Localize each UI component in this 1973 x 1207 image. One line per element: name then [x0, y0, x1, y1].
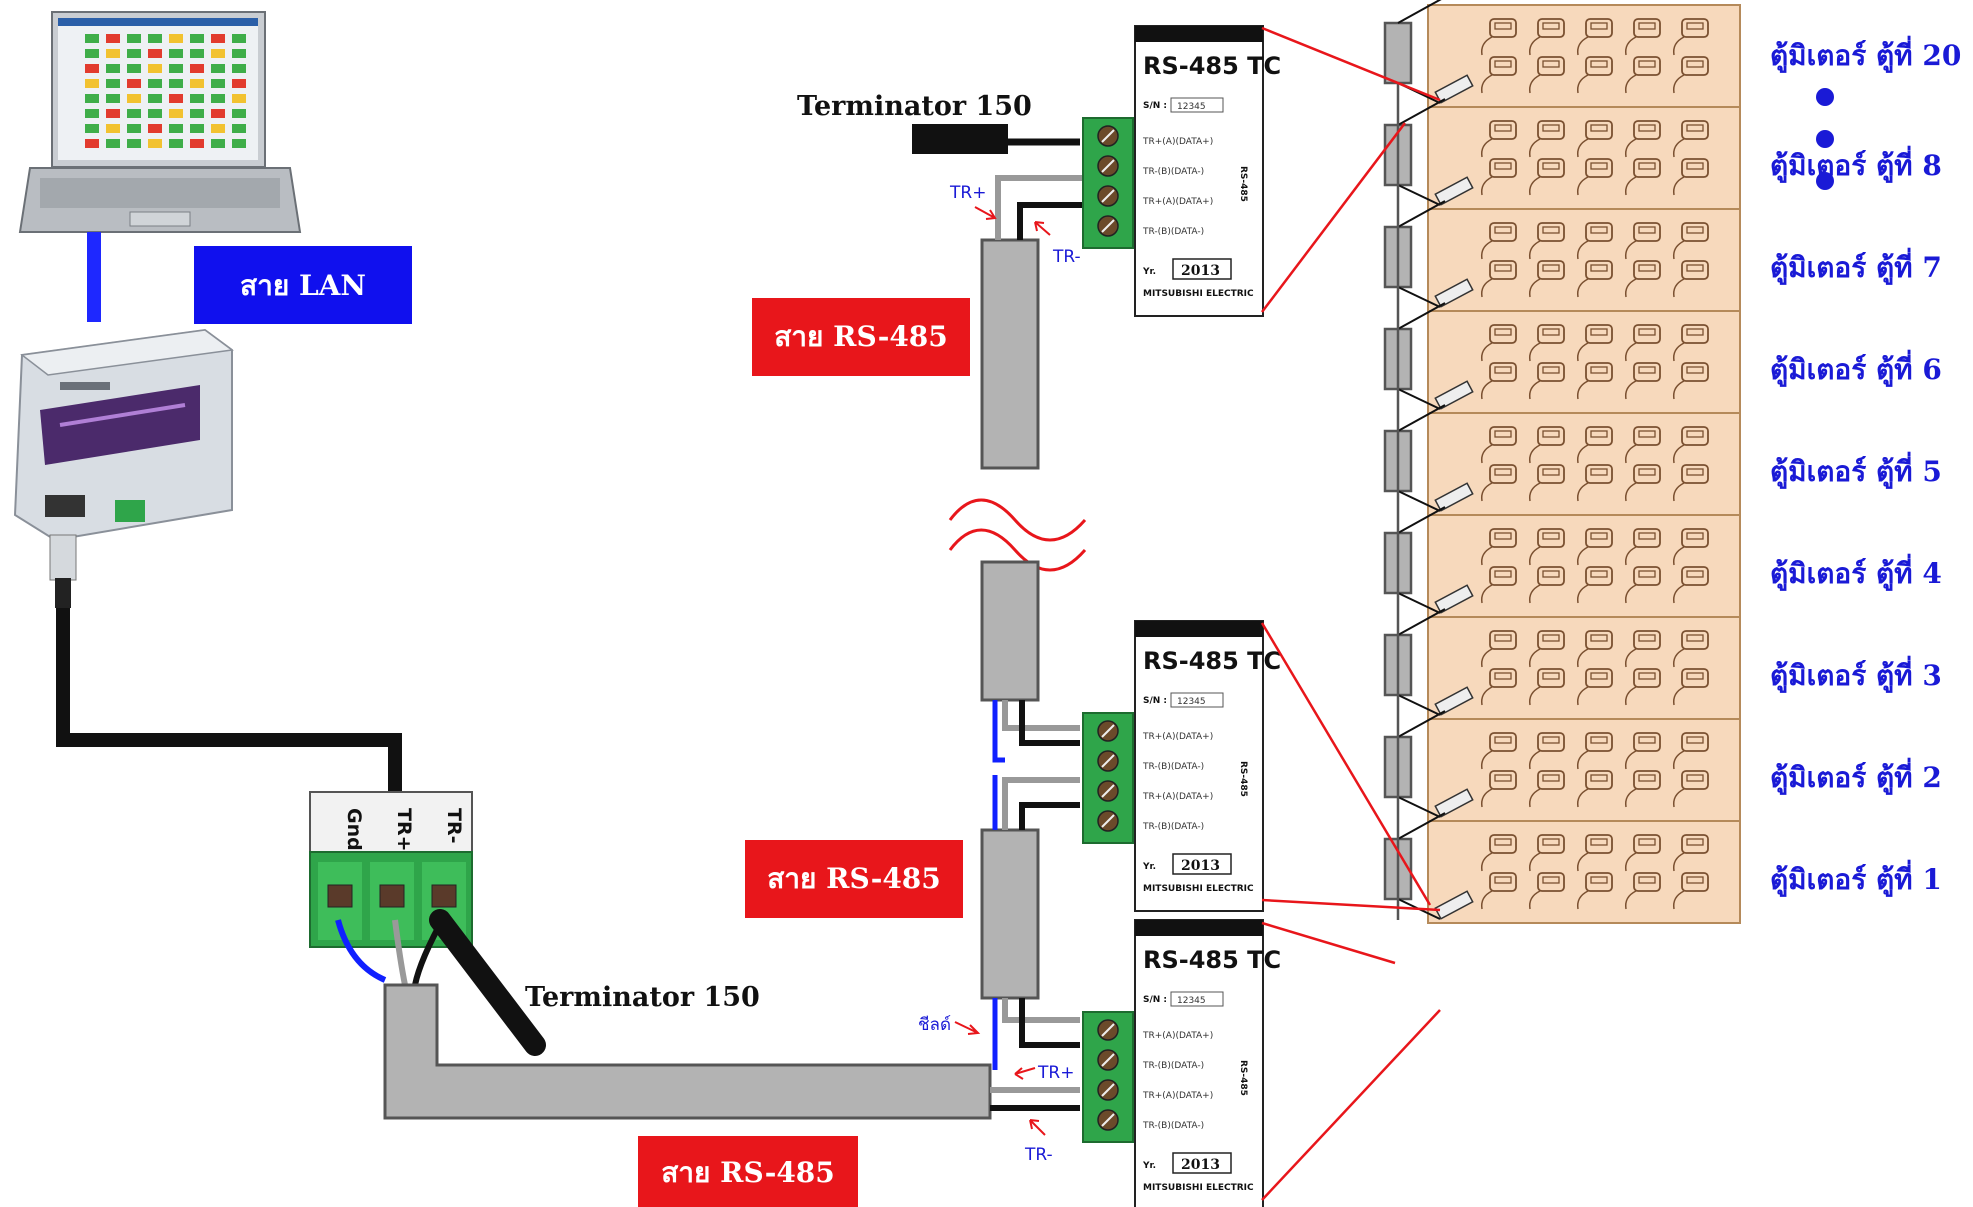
rs485-riser-lower — [982, 830, 1038, 998]
terminal-pin-trminus-label: TR- — [443, 808, 465, 843]
terminal-pin-gnd-label: Gnd — [343, 808, 365, 851]
terminator-top-label: Terminator 150 — [797, 91, 1032, 122]
shield-label: ชีลด์ — [918, 1015, 951, 1035]
tr-plus-label-bottom: TR+ — [1037, 1063, 1074, 1083]
terminator-bottom-label: Terminator 150 — [525, 982, 760, 1013]
converter-yr-value: 2013 — [1181, 1157, 1220, 1173]
meter-cabinet — [1385, 507, 1740, 617]
converter-terminal-field: TR-(B)(DATA-) — [1142, 227, 1204, 237]
terminator-resistor-icon — [440, 920, 535, 1045]
callout-line — [1262, 900, 1440, 910]
cabinet-label: ตู้มิเตอร์ ตู้ที่ 7 — [1770, 247, 1942, 285]
converter-terminal-field: TR-(B)(DATA-) — [1142, 822, 1204, 832]
cabinet-label: ตู้มิเตอร์ ตู้ที่ 6 — [1770, 349, 1942, 387]
converter-terminal-field: TR+(A)(DATA+) — [1142, 1091, 1213, 1101]
cabinet-label: ตู้มิเตอร์ ตู้ที่ 20 — [1770, 35, 1961, 73]
callout-line — [1262, 1010, 1440, 1200]
converter-yr-label: Yr. — [1142, 862, 1156, 872]
cabinet-label: ตู้มิเตอร์ ตู้ที่ 2 — [1770, 757, 1942, 795]
converter-terminal-field: TR+(A)(DATA+) — [1142, 1031, 1213, 1041]
rs485-cable-label-middle: สาย RS-485 — [767, 862, 941, 895]
rs485-riser-top — [982, 240, 1038, 468]
rs485-converter-module: RS-485 TC S/N : 12345TR+(A)(DATA+) TR-(B)(D… — [1083, 621, 1281, 911]
meter-cabinet — [1385, 405, 1740, 515]
rj45-plug-icon — [50, 535, 395, 795]
laptop-icon — [20, 12, 300, 232]
converter-title: RS-485 TC — [1143, 647, 1281, 675]
terminal-pin-trplus-label: TR+ — [393, 808, 415, 852]
lan-cable-label-box: สาย LAN — [194, 246, 412, 324]
tr-minus-label-top: TR- — [1052, 247, 1081, 267]
converter-terminal-field: TR+(A)(DATA+) — [1142, 792, 1213, 802]
converter-sn-value: 12345 — [1177, 102, 1206, 112]
converter-terminal-field: TR-(B)(DATA-) — [1142, 1061, 1204, 1071]
converter-maker: MITSUBISHI ELECTRIC — [1143, 884, 1254, 894]
converter-terminal-field: TR+(A)(DATA+) — [1142, 732, 1213, 742]
rs485-riser-middle — [982, 562, 1038, 700]
tr-minus-label-bottom: TR- — [1024, 1145, 1053, 1165]
converter-yr-label: Yr. — [1142, 267, 1156, 277]
cabinet-label: ตู้มิเตอร์ ตู้ที่ 8 — [1770, 145, 1942, 183]
meter-cabinet — [1385, 201, 1740, 311]
meter-cabinet — [1385, 609, 1740, 719]
converter-side-label: RS-485 — [1238, 166, 1248, 202]
rs485-cable-label-top: สาย RS-485 — [774, 320, 948, 353]
meter-cabinet — [1385, 0, 1740, 107]
converter-title: RS-485 TC — [1143, 52, 1281, 80]
rs485-cable-label-bottom: สาย RS-485 — [661, 1156, 835, 1189]
converter-yr-value: 2013 — [1181, 263, 1220, 279]
cabinet-label: ตู้มิเตอร์ ตู้ที่ 5 — [1770, 451, 1942, 489]
callout-line — [1262, 923, 1395, 963]
converter-sn-label: S/N : — [1143, 696, 1167, 706]
converter-title: RS-485 TC — [1143, 946, 1281, 974]
callout-line — [1262, 123, 1405, 312]
cabinet-label: ตู้มิเตอร์ ตู้ที่ 4 — [1770, 553, 1942, 591]
converter-side-label: RS-485 — [1238, 761, 1248, 797]
meter-cabinet — [1385, 813, 1740, 923]
converter-maker: MITSUBISHI ELECTRIC — [1143, 289, 1254, 299]
converter-sn-value: 12345 — [1177, 996, 1206, 1006]
tr-plus-label-top: TR+ — [949, 183, 986, 203]
converter-terminal-field: TR+(A)(DATA+) — [1142, 137, 1213, 147]
converter-yr-label: Yr. — [1142, 1161, 1156, 1171]
junction-box — [1385, 23, 1411, 83]
continuation-dot — [1816, 172, 1834, 190]
converter-terminal-field: TR-(B)(DATA-) — [1142, 1121, 1204, 1131]
meter-cabinet — [1385, 711, 1740, 821]
converter-sn-label: S/N : — [1143, 995, 1167, 1005]
continuation-dot — [1816, 88, 1834, 106]
converter-side-label: RS-485 — [1238, 1060, 1248, 1096]
converter-yr-value: 2013 — [1181, 858, 1220, 874]
lan-cable-label: สาย LAN — [240, 269, 366, 302]
cabinet-label: ตู้มิเตอร์ ตู้ที่ 3 — [1770, 655, 1942, 693]
continuation-dot — [1816, 130, 1834, 148]
converter-sn-label: S/N : — [1143, 101, 1167, 111]
converter-terminal-field: TR-(B)(DATA-) — [1142, 762, 1204, 772]
converter-maker: MITSUBISHI ELECTRIC — [1143, 1183, 1254, 1193]
cable-break-symbol — [950, 500, 1085, 540]
converter-sn-value: 12345 — [1177, 697, 1206, 707]
ethernet-serial-converter-icon — [15, 330, 232, 540]
lan-cable — [87, 232, 101, 322]
meter-cabinet — [1385, 303, 1740, 413]
cabinet-label: ตู้มิเตอร์ ตู้ที่ 1 — [1770, 859, 1942, 897]
callout-line — [1262, 28, 1440, 100]
terminator-top-icon — [912, 124, 1008, 154]
converter-terminal-field: TR-(B)(DATA-) — [1142, 167, 1204, 177]
converter-terminal-field: TR+(A)(DATA+) — [1142, 197, 1213, 207]
meter-cabinet — [1385, 99, 1740, 209]
